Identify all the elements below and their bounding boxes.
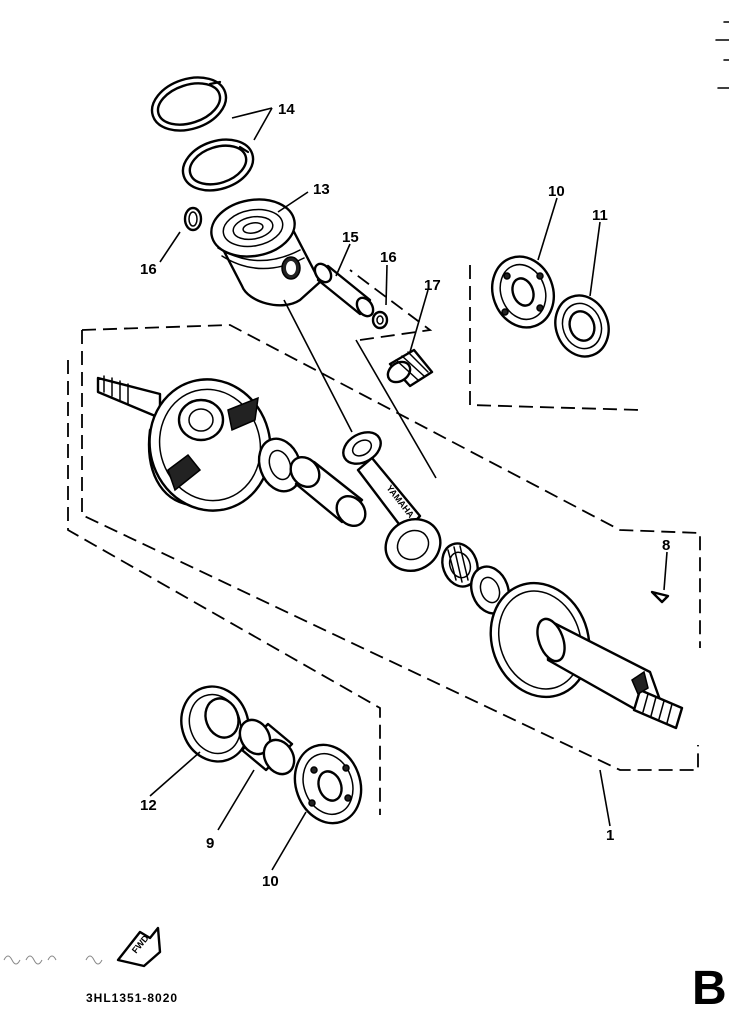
spacer-collar [238,718,296,776]
callout-8: 8 [662,537,670,554]
callout-10-upper: 10 [548,183,565,200]
piston-pin [313,262,375,318]
oil-seal-upper [554,294,610,358]
woodruff-key [650,590,670,604]
page-letter: B [692,962,727,1015]
main-bearing-lower [293,743,363,825]
fwd-arrow-icon [116,926,162,968]
main-bearing-upper [491,255,555,329]
callout-9: 9 [206,835,214,852]
callout-15: 15 [342,229,359,246]
crankshaft-right-half [489,581,684,730]
piston-rings [150,76,255,192]
crankshaft-left-half [96,375,272,512]
callout-17: 17 [424,277,441,294]
edge-marks [715,21,729,89]
piston [210,198,322,307]
faint-scan-artifacts [3,955,103,965]
callout-16-left: 16 [140,261,157,278]
oil-seal-lower [180,685,250,763]
connecting-rod: YAMAHA [342,431,442,572]
small-end-bearing [386,348,434,388]
drawing-code: 3HL1351-8020 [86,991,178,1005]
callout-14: 14 [278,101,295,118]
leader-lines [149,107,668,871]
callout-12: 12 [140,797,157,814]
callout-1: 1 [606,827,614,844]
callout-11: 11 [592,207,608,224]
piston-pin-clip-left [183,206,203,232]
callout-13: 13 [313,181,330,198]
big-end-bearing [441,542,479,588]
fwd-direction-marker: FWD [3,926,162,968]
callout-10-lower: 10 [262,873,279,890]
callouts: 14 13 16 15 16 17 10 11 8 12 9 10 1 [140,101,670,890]
crank-pin [289,455,367,528]
crankshaft-assembly-dashed-boundary [67,265,701,815]
callout-16-right: 16 [380,249,397,266]
piston-pin-clip-right [371,310,389,330]
